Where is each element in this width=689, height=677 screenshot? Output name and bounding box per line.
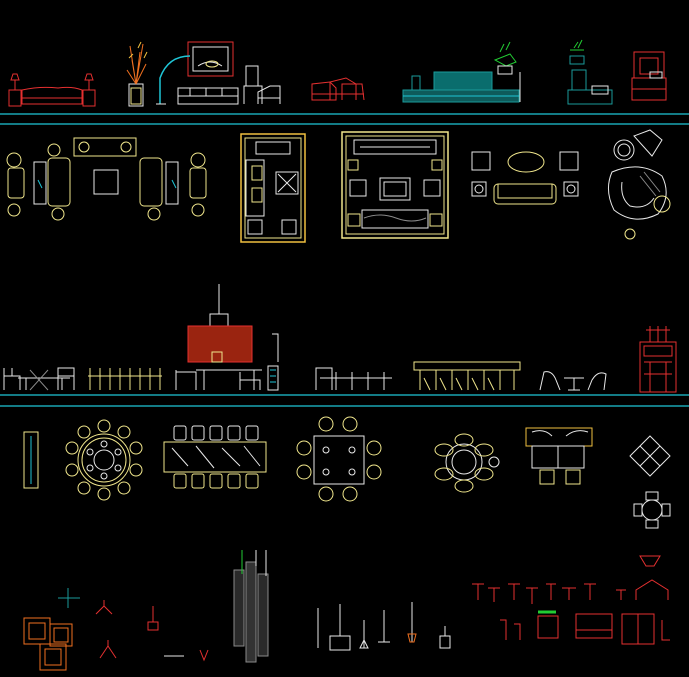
tv-room-plan — [341, 131, 449, 239]
coffee-table-plan — [471, 151, 579, 205]
diamond-table — [629, 435, 671, 477]
bar-shelf-red — [639, 326, 677, 393]
pendant-table-elevation — [175, 284, 279, 391]
framed-lounge-plan — [240, 133, 306, 243]
round-table-6 — [434, 433, 500, 493]
long-bench-elevation — [315, 361, 521, 391]
long-table-12 — [163, 425, 267, 489]
cabinet-red — [631, 51, 667, 101]
lamp-symbols — [95, 600, 209, 662]
tv-cabinet-elevation — [402, 41, 521, 103]
display-shelf — [567, 39, 613, 105]
lounge-chairs — [243, 65, 281, 104]
column-elevation — [233, 550, 269, 663]
tiles — [23, 588, 80, 671]
square-table-8 — [296, 416, 382, 502]
sofa-set-red — [8, 73, 96, 107]
cafe-set — [539, 371, 607, 391]
sofa-with-painting — [156, 41, 239, 105]
booth-plan — [525, 427, 593, 485]
sofa-group-plan — [6, 137, 207, 221]
pendant-lights — [317, 602, 451, 651]
red-hardware — [472, 555, 669, 604]
round-table-4 — [633, 491, 671, 529]
wall-mirror — [23, 431, 39, 489]
cabinet-details — [500, 610, 670, 645]
floor-lamp-plant — [126, 41, 148, 107]
dining-chairs-elevation — [3, 367, 162, 391]
armchair-pair-red — [311, 77, 365, 101]
round-table-10 — [65, 419, 143, 501]
armchair-plan — [608, 129, 671, 240]
